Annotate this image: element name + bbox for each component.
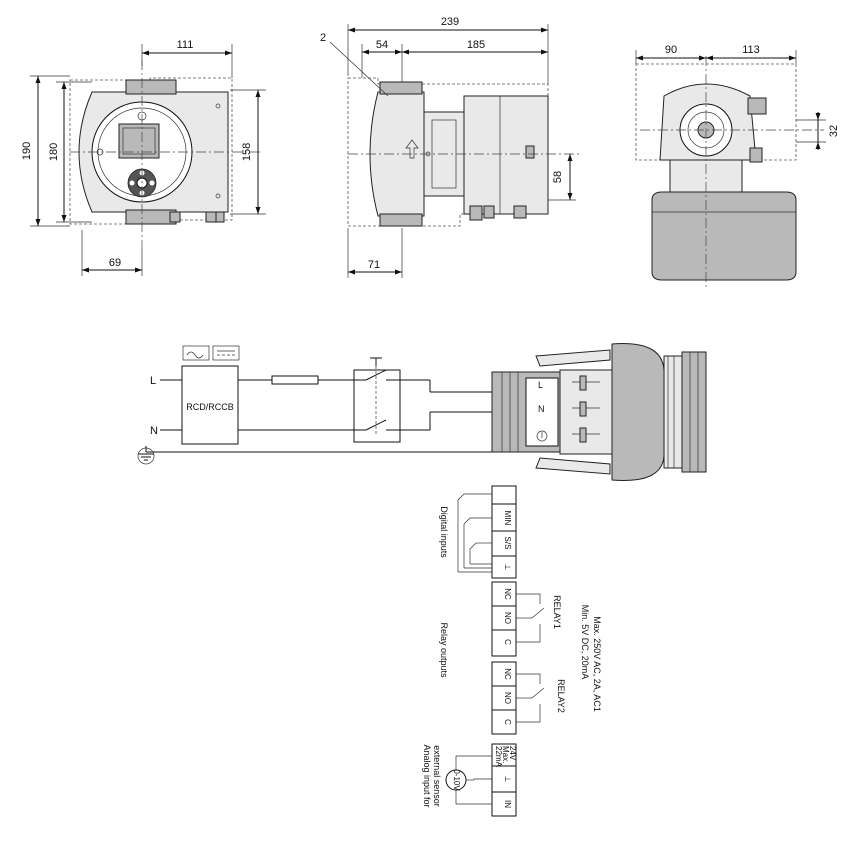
analog-supply-24v: 24V — [508, 746, 517, 761]
di-pin-min: MIN — [503, 511, 512, 526]
plug-l: L — [538, 380, 543, 390]
dim-rear-32: 32 — [828, 125, 840, 137]
dim-rear-113: 113 — [742, 44, 760, 56]
dim-front-158: 158 — [241, 143, 253, 161]
ac-symbol — [182, 345, 210, 361]
dim-side-71: 71 — [368, 259, 380, 271]
relay1-pin-nc: NC — [503, 588, 512, 600]
analog-caption-2: external sensor — [432, 745, 442, 807]
relay-rating-min: Min. 5V DC, 20mA — [580, 605, 590, 680]
side-view: 2 239 54 185 58 71 — [320, 16, 580, 278]
terminal-blocks: Digital inputs MIN S/S ⊥ — [422, 485, 602, 817]
dim-side-54: 54 — [376, 39, 388, 51]
dim-side-239: 239 — [441, 16, 459, 28]
rcd-box — [181, 365, 239, 445]
dim-side-58: 58 — [552, 171, 564, 183]
plug-n: N — [538, 404, 545, 414]
dim-front-190: 190 — [21, 142, 33, 160]
fuse — [271, 375, 319, 385]
analog-sensor-label: 0-10V — [452, 769, 461, 791]
di-pin-gnd: ⊥ — [503, 564, 512, 571]
analog-supply-max: Max. — [501, 746, 510, 763]
label-l: L — [150, 375, 156, 387]
main-switch — [353, 369, 401, 443]
relay-outputs-caption: Relay outputs — [439, 622, 449, 678]
relay1-block: NC NO C RELAY1 — [491, 581, 562, 657]
relay2-pin-c: C — [503, 719, 512, 725]
dim-rear-90: 90 — [665, 44, 677, 56]
di-pin-ss: S/S — [503, 537, 512, 550]
digital-inputs-caption: Digital inputs — [439, 506, 449, 558]
relay2-pin-no: NO — [503, 692, 512, 704]
wiring-diagram: L N RCD/RCCB — [137, 343, 707, 481]
dim-front-111: 111 — [177, 39, 194, 51]
relay1-pin-no: NO — [503, 612, 512, 624]
rear-view: 90 113 32 — [635, 44, 840, 290]
digital-inputs-block: Digital inputs MIN S/S ⊥ — [439, 485, 517, 579]
front-view: 111 190 180 158 69 — [21, 39, 266, 276]
analog-input-block: Analog input for external sensor 24V Max… — [422, 743, 517, 817]
relay2-block: NC NO C RELAY2 — [491, 661, 566, 735]
dc-symbol — [212, 345, 240, 361]
analog-caption-1: Analog input for — [422, 744, 432, 807]
relay2-caption: RELAY2 — [556, 679, 566, 713]
relay1-pin-c: C — [503, 639, 512, 645]
rcd-label: RCD/RCCB — [186, 402, 234, 412]
label-n: N — [150, 425, 158, 437]
analog-supply-22ma: 22mA — [494, 746, 503, 768]
callout-2: 2 — [320, 32, 326, 44]
relay1-caption: RELAY1 — [552, 595, 562, 629]
relay2-pin-nc: NC — [503, 668, 512, 680]
analog-pin-in: IN — [503, 800, 512, 808]
analog-pin-gnd: ⊥ — [503, 776, 512, 783]
dim-front-180: 180 — [48, 143, 60, 161]
dim-side-185: 185 — [467, 39, 485, 51]
relay-rating-max: Max. 250V AC, 2A, AC1 — [592, 616, 602, 712]
dim-front-69: 69 — [109, 257, 121, 269]
